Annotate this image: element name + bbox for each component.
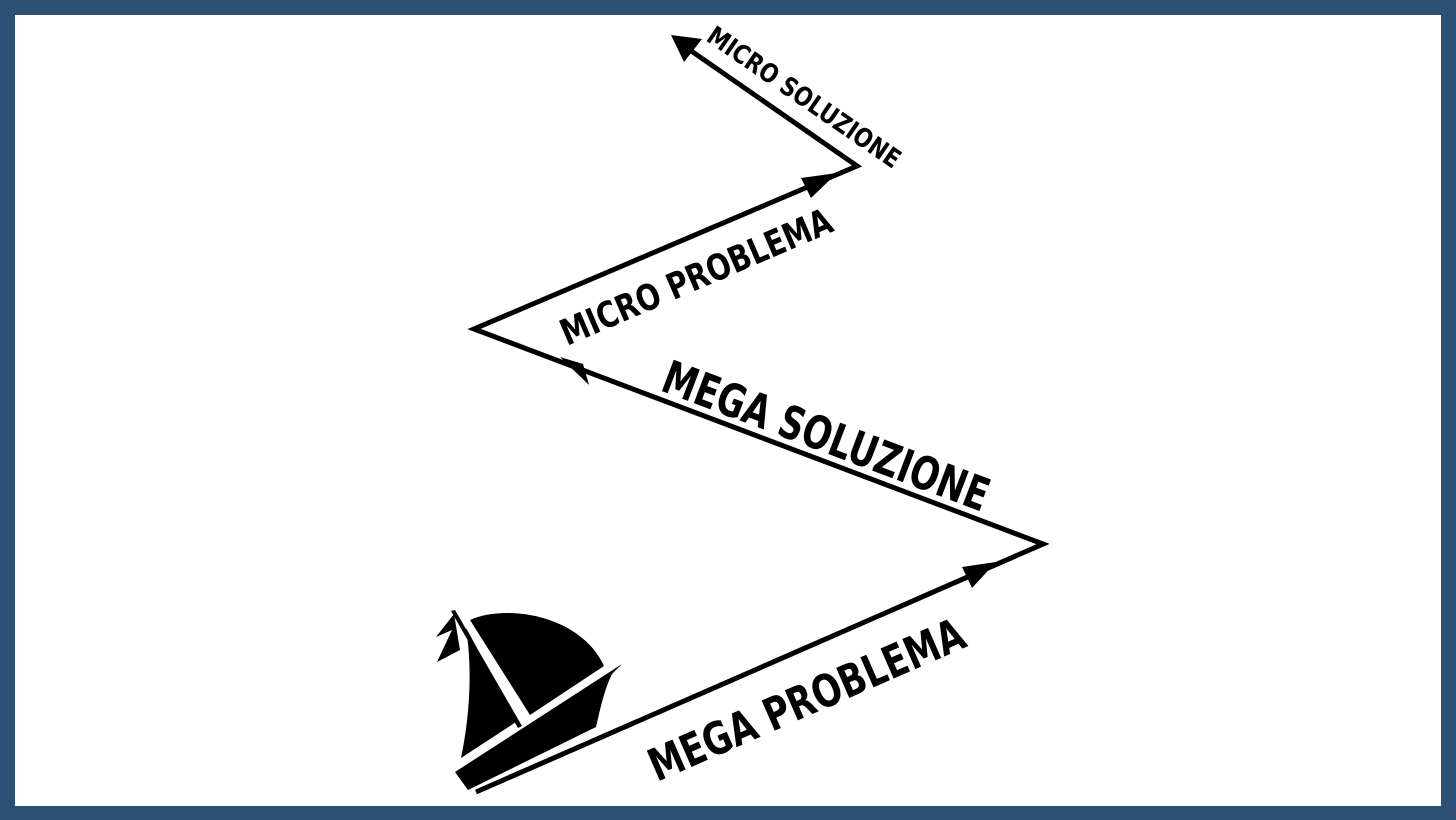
arrowhead-micro-problema xyxy=(801,173,837,198)
arrowhead-mega-soluzione xyxy=(560,357,589,385)
zigzag-path xyxy=(467,45,1050,795)
sailboat-icon xyxy=(436,610,622,790)
label-micro-soluzione: MICRO SOLUZIONE xyxy=(701,21,906,175)
arrowhead-micro-soluzione xyxy=(671,35,702,62)
label-mega-soluzione: MEGA SOLUZIONE xyxy=(655,350,997,522)
arrowhead-mega-problema xyxy=(962,562,996,588)
